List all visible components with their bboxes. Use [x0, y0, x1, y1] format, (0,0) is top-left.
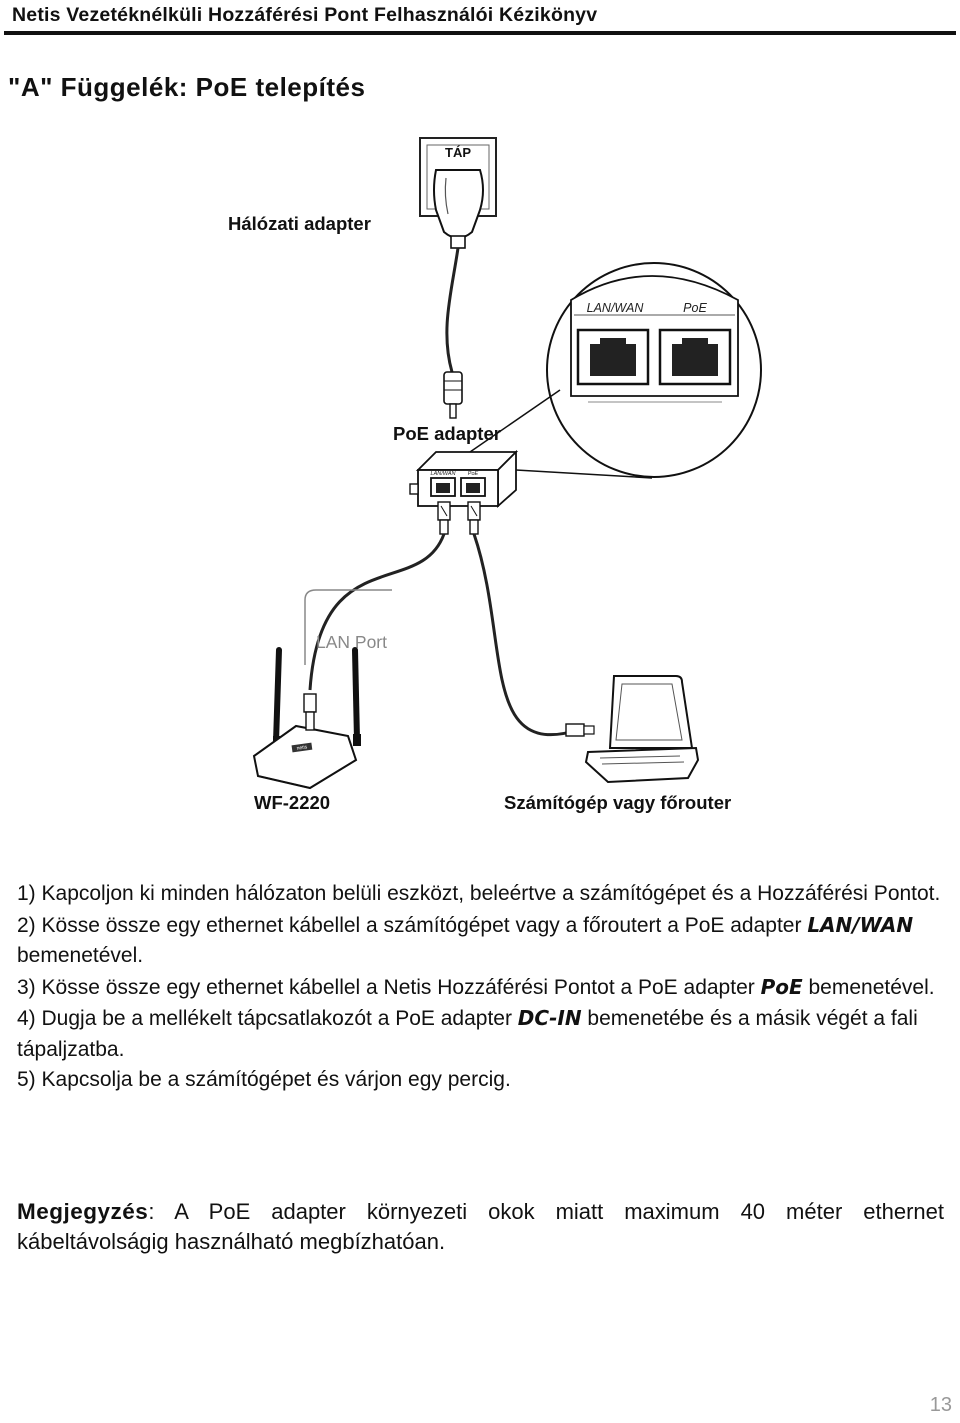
power-cable	[445, 247, 460, 373]
step-1: 1) Kapcoljon ki minden hálózaton belüli …	[17, 882, 941, 905]
laptop-icon	[565, 675, 700, 784]
step-4-text: 4) Dugja be a mellékelt tápcsatlakozót a…	[17, 1007, 518, 1030]
router-icon	[252, 647, 361, 790]
page-header: Netis Vezetéknélküli Hozzáférési Pont Fe…	[0, 0, 960, 35]
note-label: Megjegyzés	[17, 1199, 149, 1224]
zoom-port-lan-label: LAN/WAN	[587, 301, 645, 315]
ethernet-cable-to-ap	[308, 533, 446, 691]
step-3-text-end: bemenetével.	[802, 975, 935, 999]
step-2-keyword: LAN/WAN	[807, 912, 914, 937]
manual-title: Netis Vezetéknélküli Hozzáférési Pont Fe…	[12, 4, 598, 26]
installation-steps: 1) Kapcoljon ki minden hálózaton belüli …	[17, 879, 947, 1096]
step-4: 4) Dugja be a mellékelt tápcsatlakozót a…	[17, 1003, 947, 1065]
ethernet-cable-to-computer	[472, 533, 579, 737]
step-2-text-end: bemenetével.	[17, 944, 144, 967]
step-5: 5) Kapcsolja be a számítógépet és várjon…	[17, 1068, 511, 1091]
step-4-keyword: DC-IN	[517, 1006, 582, 1030]
header-rule	[4, 31, 956, 35]
router-port-label: LAN Port	[316, 632, 387, 652]
poe-adapter-icon	[409, 449, 519, 509]
small-port-poe-label: PoE	[468, 471, 479, 477]
zoom-line	[515, 469, 653, 479]
small-port-lan-label: LAN/WAN	[431, 471, 456, 477]
power-adapter-icon	[433, 169, 484, 249]
zoom-port-poe-label: PoE	[683, 301, 707, 315]
step-3: 3) Kösse össze egy ethernet kábellel a N…	[17, 972, 947, 1004]
step-3-keyword: PoE	[760, 974, 803, 999]
poe-adapter-label: PoE adapter	[393, 423, 501, 444]
zoom-line	[469, 389, 561, 453]
note-text: : A PoE adapter környezeti okok miatt ma…	[17, 1199, 944, 1254]
port-zoom-circle	[546, 262, 762, 478]
ethernet-plug-icon	[437, 501, 451, 535]
socket-label: TÁP	[445, 145, 471, 160]
step-2-text: 2) Kösse össze egy ethernet kábellel a s…	[17, 913, 808, 937]
router-port-zoom-outline	[304, 589, 392, 665]
step-2: 2) Kösse össze egy ethernet kábellel a s…	[17, 910, 947, 972]
dc-plug-icon	[443, 371, 463, 419]
computer-label: Számítógép vagy főrouter	[504, 792, 731, 813]
poe-installation-diagram: TÁP Hálózati adapter LAN/WAN PoE PoE ada…	[228, 137, 762, 813]
ethernet-plug-icon	[467, 501, 481, 535]
page-number: 13	[929, 1394, 952, 1416]
power-adapter-label: Hálózati adapter	[228, 213, 371, 234]
router-model-label: WF-2220	[254, 792, 330, 813]
note: Megjegyzés: A PoE adapter környezeti oko…	[17, 1197, 944, 1257]
router-logo: netis	[296, 744, 308, 751]
step-4-text-end: bemenetébe és a másik végét a fali tápal…	[17, 1007, 918, 1061]
step-3-text: 3) Kösse össze egy ethernet kábellel a N…	[17, 975, 761, 999]
section-title: "A" Függelék: PoE telepítés	[8, 72, 366, 102]
